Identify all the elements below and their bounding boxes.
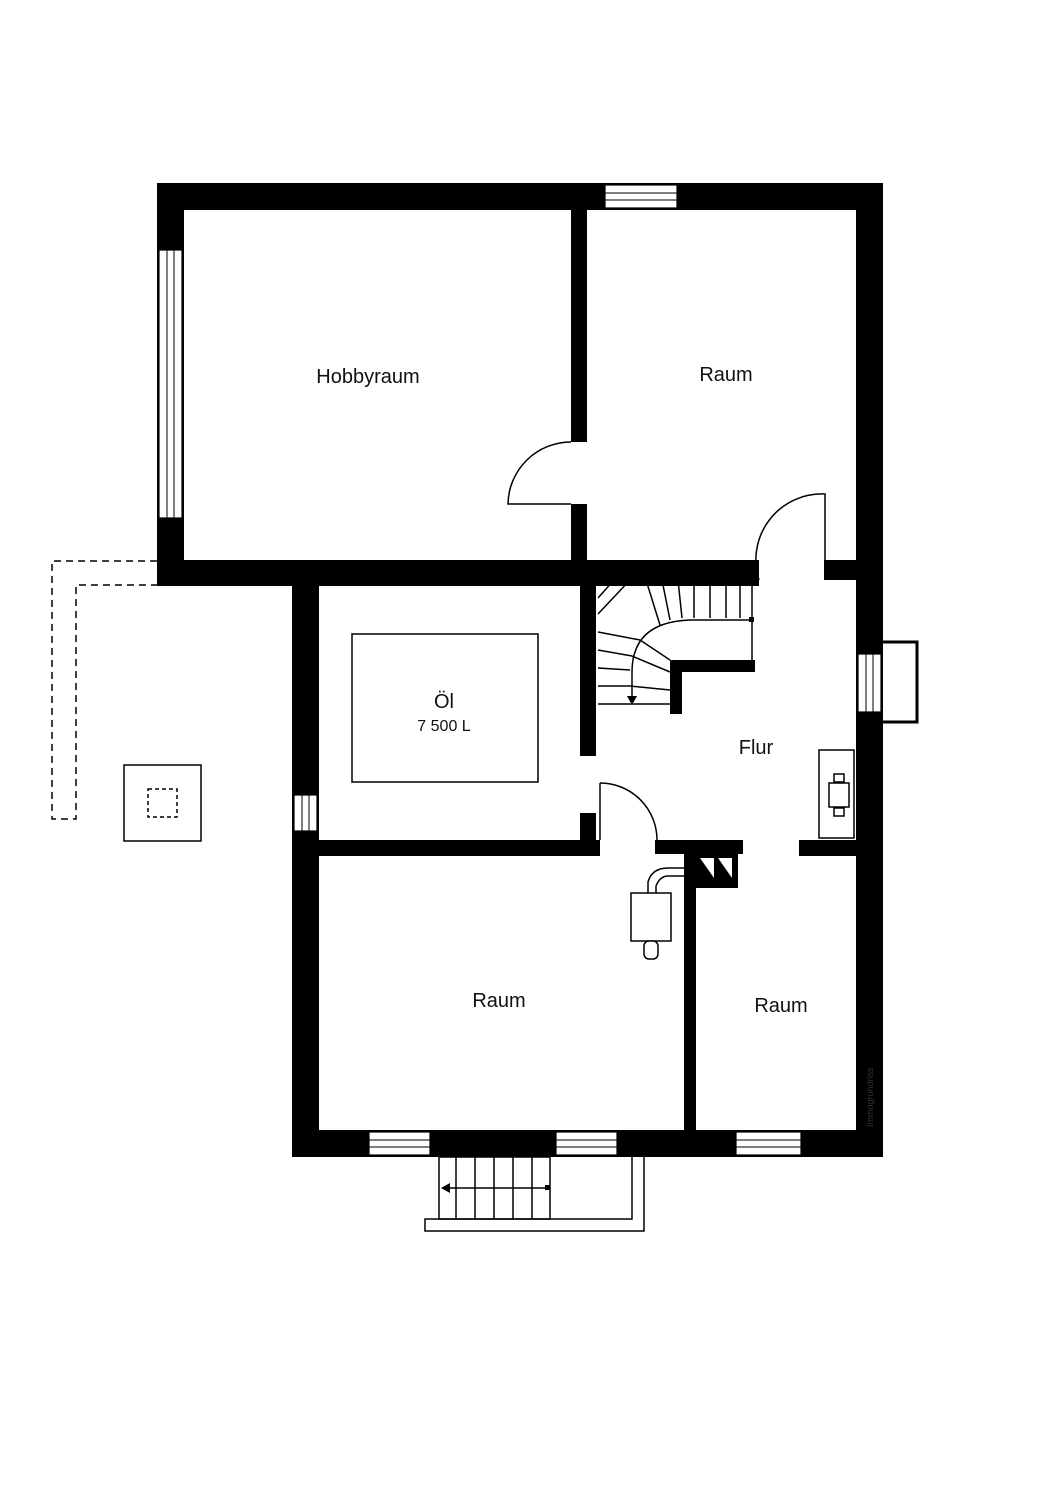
door-oel-flur (599, 782, 658, 841)
wall-left-lower (292, 578, 319, 1157)
wall-flur-bottom-right (799, 840, 856, 856)
wall-hobby-raum-upper (571, 210, 587, 442)
wall-oel-bottom (319, 840, 600, 856)
interior-walls (319, 210, 856, 1130)
outside-shaft-inner (147, 788, 178, 818)
window-bottom-2 (555, 1131, 618, 1156)
light-well-right (883, 640, 919, 724)
label-raum-bottom-left: Raum (472, 990, 525, 1012)
windows (158, 184, 919, 1156)
wall-hobby-raum-lower (571, 504, 587, 564)
stair-arrow (627, 696, 637, 705)
utility-sink (818, 749, 855, 839)
label-raum-bottom-right: Raum (754, 995, 807, 1017)
wall-oel-right-lower (580, 813, 596, 843)
wall-stair-post (670, 660, 682, 714)
chimney-shaft-1 (700, 858, 714, 878)
stair-walk-line (631, 619, 752, 700)
door-raum-flur (755, 493, 826, 581)
window-left-hobby (158, 249, 183, 519)
window-right-flur (857, 653, 882, 713)
oil-tank (351, 633, 539, 783)
label-flur: Flur (739, 737, 774, 759)
wall-oel-right-upper (580, 578, 596, 756)
window-bottom-3 (735, 1131, 802, 1156)
window-left-oel (293, 794, 318, 832)
wall-mid-horizontal (157, 560, 759, 586)
doors (507, 441, 826, 841)
chimney-shaft-2 (718, 858, 732, 878)
wall-bottom-rooms-divider (684, 852, 696, 1130)
staircase (597, 579, 754, 705)
boiler (630, 867, 684, 960)
stair-outline-outer (598, 579, 753, 660)
outside-shaft (123, 764, 202, 842)
wall-top (157, 183, 883, 210)
window-bottom-1 (368, 1131, 431, 1156)
label-oel: Öl (434, 691, 454, 713)
label-raum-top: Raum (699, 364, 752, 386)
wall-flur-bottom-left (655, 840, 743, 854)
label-oel-volume: 7 500 L (417, 718, 470, 735)
window-top (604, 184, 678, 209)
label-hobbyraum: Hobbyraum (316, 366, 419, 388)
wall-stair-landing (670, 660, 755, 672)
exterior-stairs (424, 1156, 645, 1232)
credit-text: Immogrundriss (865, 1067, 875, 1127)
wall-mid-horizontal-right (824, 560, 883, 580)
outside-dashed-path (51, 560, 157, 820)
door-hobby-raum (507, 441, 572, 505)
